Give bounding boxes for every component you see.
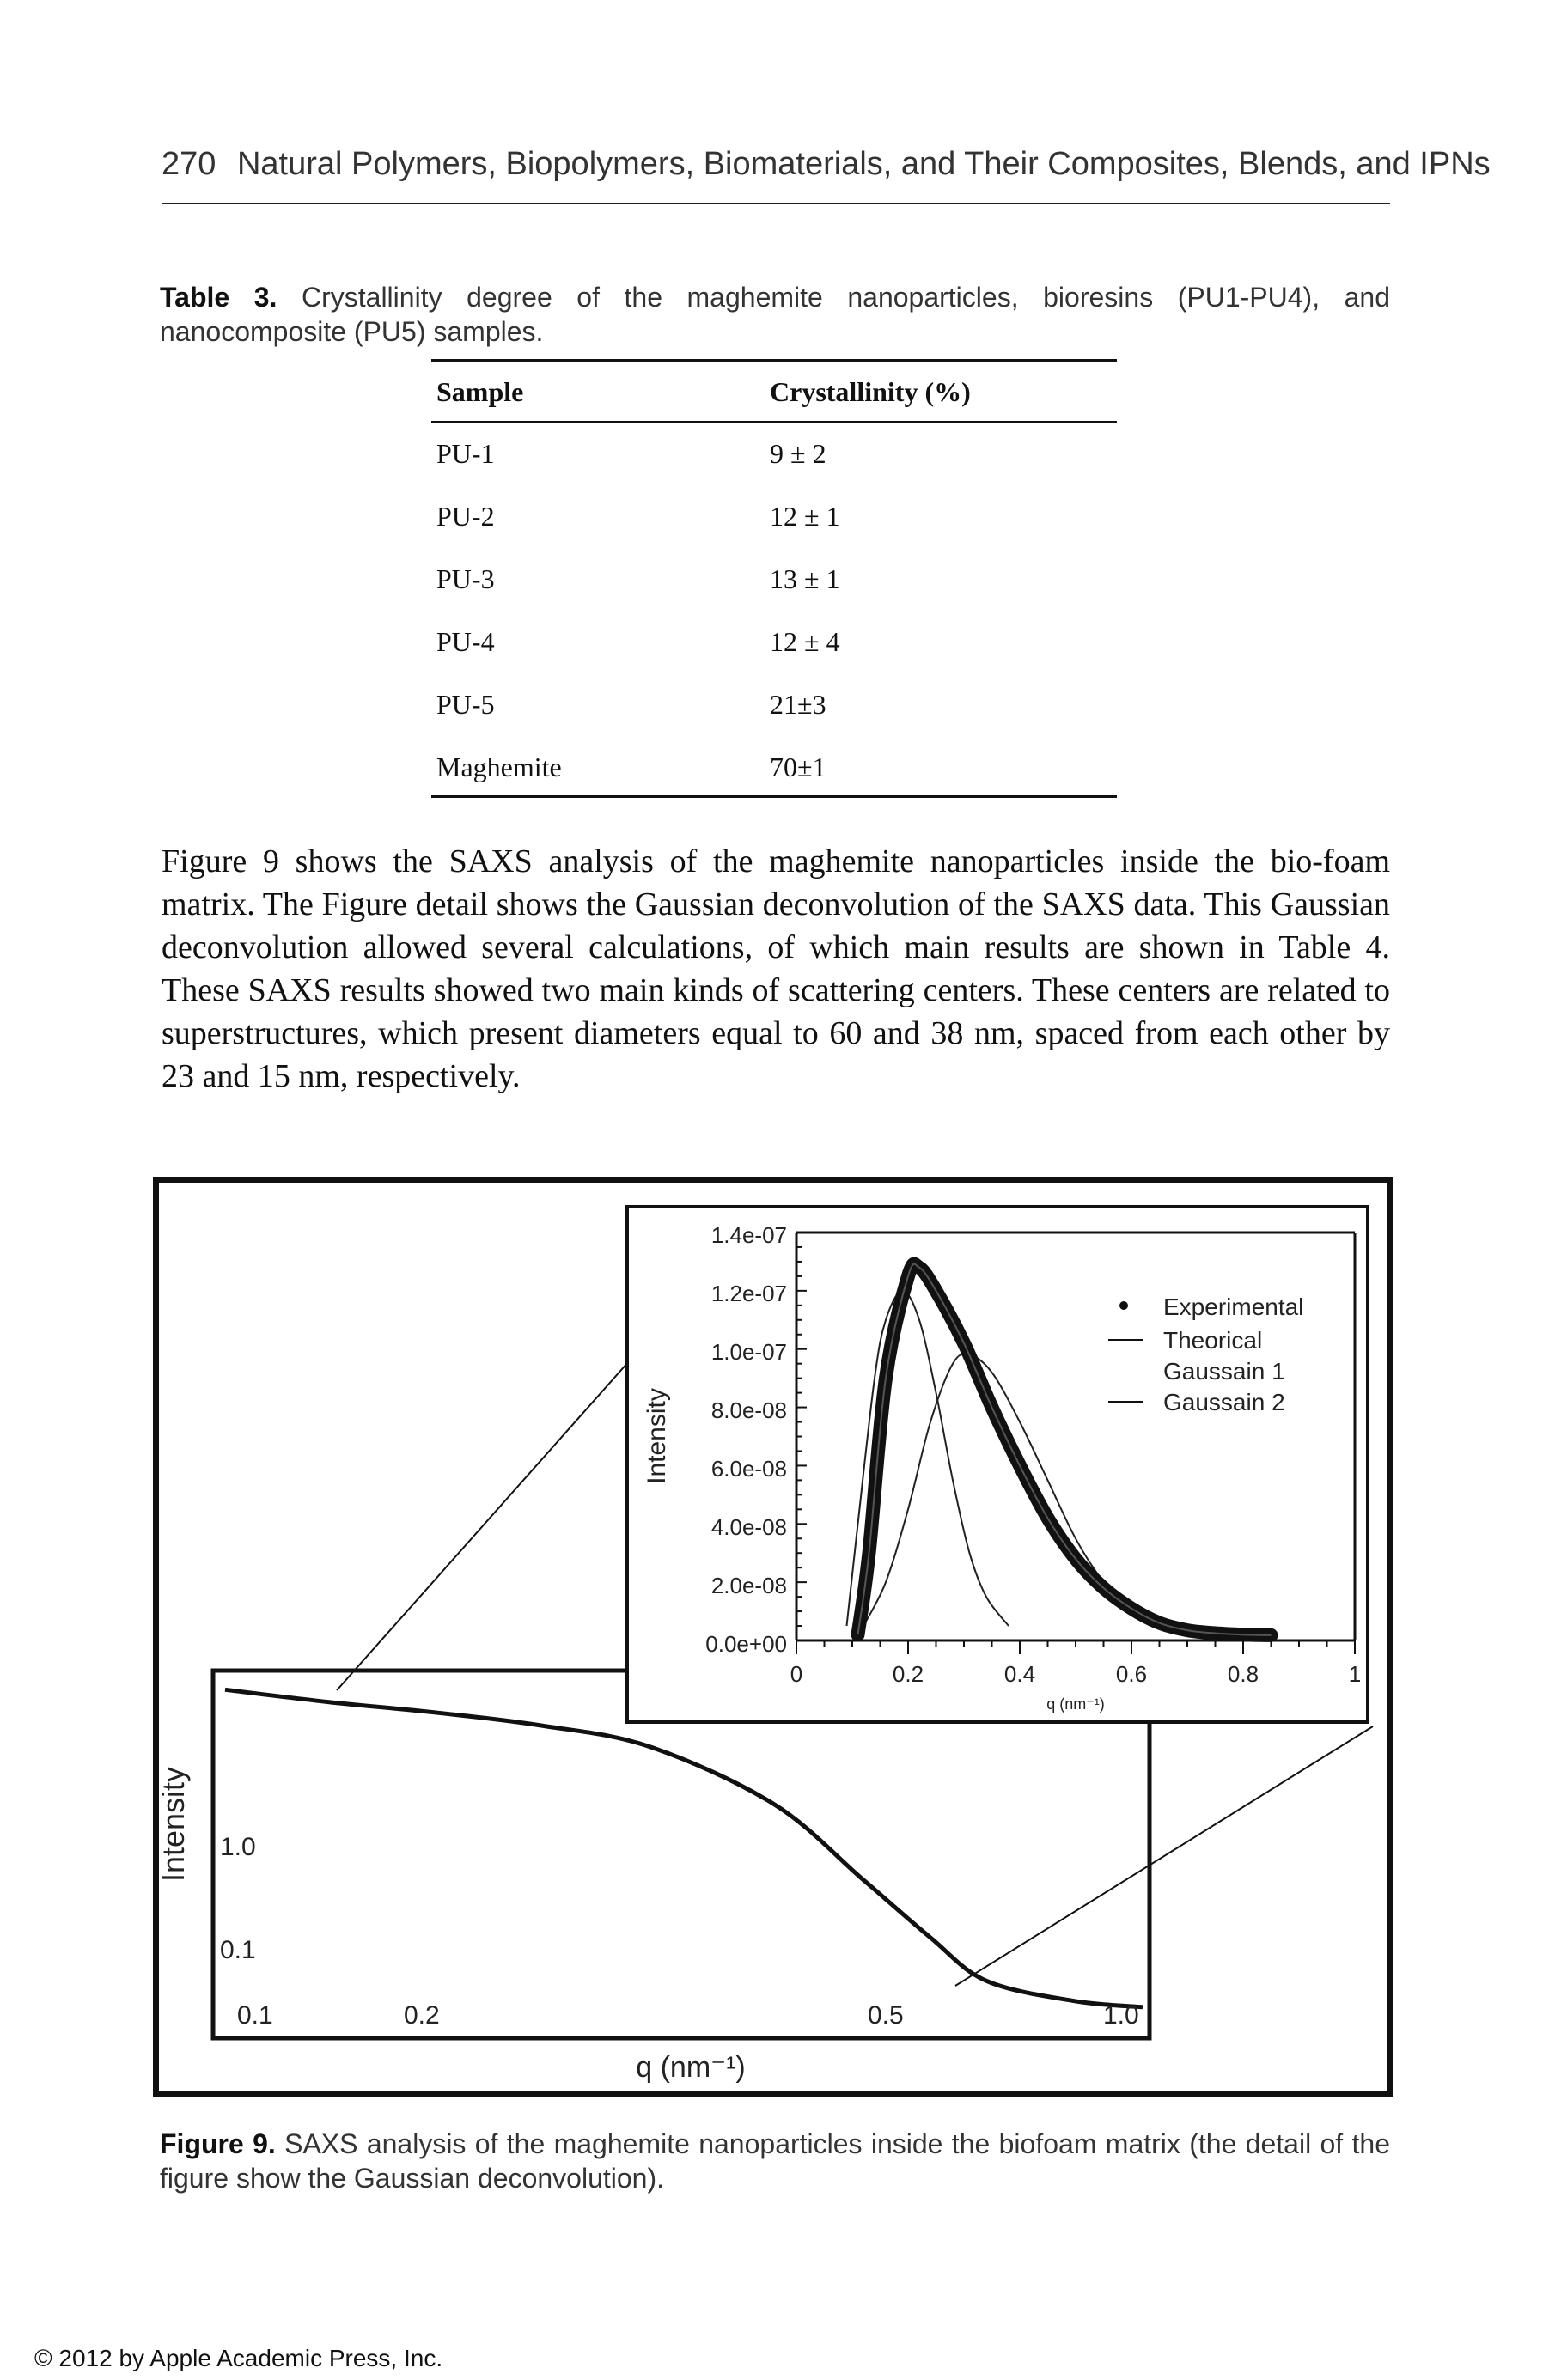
main-x-axis-label: q (nm⁻¹): [636, 2051, 746, 2084]
inset-y-tick-label: 4.0e-08: [711, 1514, 787, 1540]
table-cell-sample: Maghemite: [436, 752, 562, 782]
inset-y-tick-label: 1.2e-07: [711, 1281, 787, 1306]
table-cell-crystallinity: 12 ± 1: [770, 501, 840, 532]
table-cell-sample: PU-2: [436, 501, 495, 532]
table-header-sample: Sample: [436, 376, 524, 407]
table-cell-sample: PU-5: [436, 689, 495, 720]
table-caption-label: Table 3.: [160, 282, 277, 313]
legend-marker-experimental: [1119, 1301, 1128, 1310]
table-caption: Table 3. Crystallinity degree of the mag…: [160, 280, 1390, 349]
figure-caption: Figure 9. SAXS analysis of the maghemite…: [160, 2127, 1390, 2195]
main-x-tick-label: 0.2: [404, 2001, 440, 2030]
inset-y-axis-label: Intensity: [643, 1388, 671, 1484]
main-x-tick-label: 0.1: [237, 2001, 273, 2030]
running-title: Natural Polymers, Biopolymers, Biomateri…: [236, 146, 1491, 182]
figure-9-frame: [153, 1177, 1393, 2097]
legend-label-gaussain-1: Gaussain 1: [1163, 1358, 1285, 1385]
inset-x-axis-label: q (nm⁻¹): [1046, 1695, 1105, 1713]
table-cell-crystallinity: 9 ± 2: [770, 438, 826, 469]
inset-y-tick-label: 8.0e-08: [711, 1397, 787, 1423]
inset-x-tick-label: 0.6: [1116, 1661, 1147, 1687]
inset-x-tick-label: 1: [1349, 1661, 1361, 1687]
table-bottom-rule: [431, 795, 1117, 798]
inset-y-tick-label: 2.0e-08: [711, 1573, 787, 1598]
table-cell-sample: PU-3: [436, 563, 495, 594]
main-y-tick-label: 0.1: [220, 1936, 256, 1964]
connector-line-right: [954, 1726, 1374, 1987]
main-y-axis-label: Intensity: [156, 1767, 191, 1882]
main-curve-line: [224, 1687, 1143, 2010]
table-cell-crystallinity: 13 ± 1: [770, 563, 840, 594]
legend-label-experimental: Experimental: [1163, 1293, 1303, 1320]
main-y-tick-label: 1.0: [220, 1833, 256, 1861]
inset-x-tick-label: 0: [790, 1661, 802, 1687]
series-theorical-line: [857, 1263, 1272, 1636]
running-head: 270 Natural Polymers, Biopolymers, Bioma…: [162, 146, 1491, 183]
page-number: 270: [162, 146, 216, 182]
table-header-rule: [431, 421, 1117, 423]
inset-y-tick-label: 1.4e-07: [711, 1222, 787, 1248]
main-x-tick-label: 0.5: [868, 2001, 904, 2030]
inset-ticks: [796, 1232, 1356, 1654]
inset-x-tick-label: 0.2: [893, 1661, 924, 1687]
table-top-rule: [431, 359, 1117, 362]
table-header-crystallinity: Crystallinity (%): [770, 376, 971, 407]
inset-x-tick-label: 0.4: [1004, 1661, 1035, 1687]
connector-line-left: [336, 1360, 630, 1691]
table-caption-text: Crystallinity degree of the maghemite na…: [160, 282, 1391, 347]
header-rule: [162, 203, 1390, 204]
inset-y-tick-label: 6.0e-08: [711, 1456, 787, 1482]
copyright-notice: © 2012 by Apple Academic Press, Inc.: [34, 2345, 443, 2371]
legend-label-theorical: Theorical: [1163, 1327, 1262, 1354]
legend-label-gaussain-2: Gaussain 2: [1163, 1389, 1285, 1415]
main-x-tick-label: 1.0: [1103, 2001, 1139, 2030]
table-cell-sample: PU-4: [436, 626, 495, 657]
table-cell-crystallinity: 12 ± 4: [770, 626, 840, 657]
inset-y-tick-label: 1.0e-07: [711, 1339, 787, 1365]
inset-legend: Experimental Theorical Gaussain 1 Gaussa…: [1108, 1293, 1303, 1415]
figure-caption-text: SAXS analysis of the maghemite nanoparti…: [160, 2128, 1391, 2194]
table-cell-crystallinity: 21±3: [770, 689, 826, 720]
table-cell-crystallinity: 70±1: [770, 752, 826, 782]
inset-x-tick-label: 0.8: [1228, 1661, 1259, 1687]
table-cell-sample: PU-1: [436, 438, 495, 469]
body-paragraph: Figure 9 shows the SAXS analysis of the …: [162, 843, 1390, 1094]
inset-y-tick-label: 0.0e+00: [705, 1631, 787, 1657]
series-gaussain-2-line: [845, 1289, 1009, 1627]
figure-caption-label: Figure 9.: [160, 2128, 276, 2159]
main-plot-frame: [210, 1668, 1152, 2041]
